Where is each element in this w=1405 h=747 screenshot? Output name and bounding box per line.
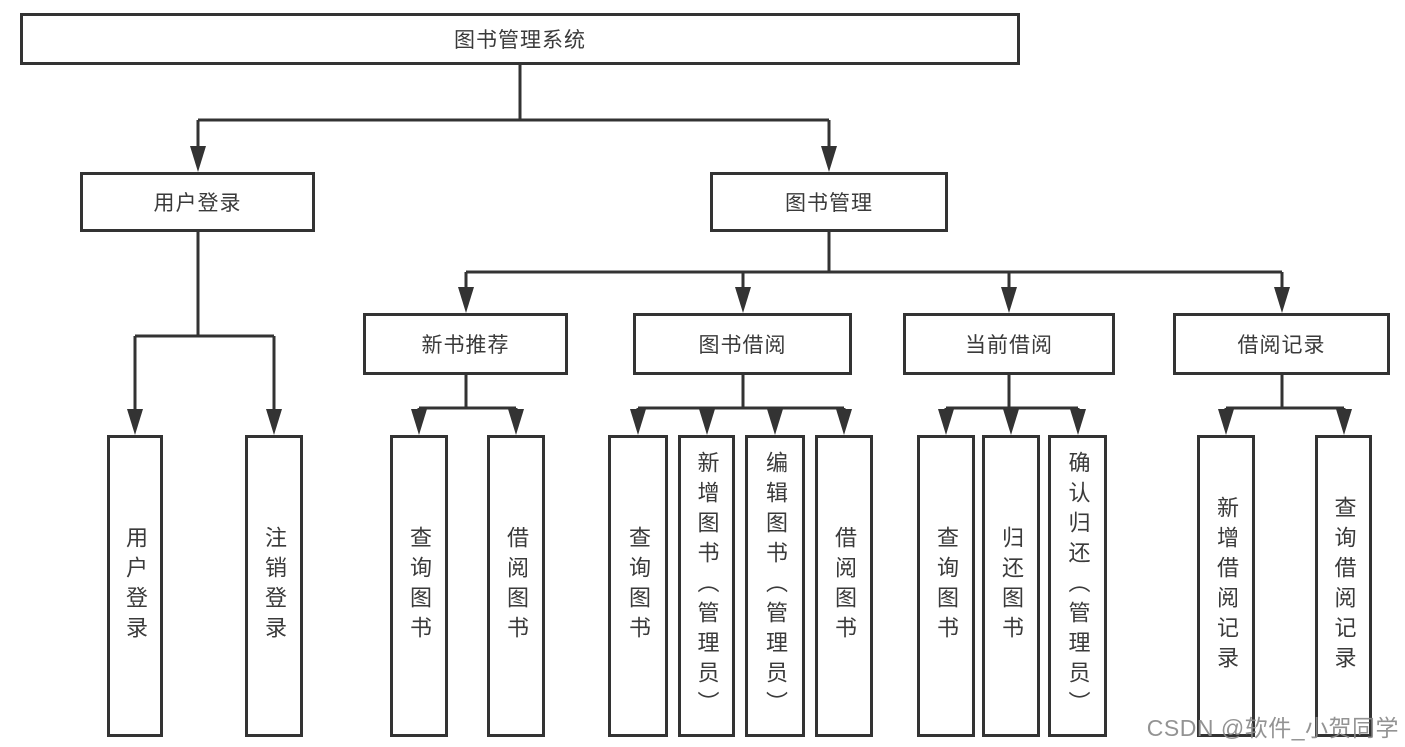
node-leaf-add-borrow-record: 新增借阅记录 [1197,435,1255,737]
node-leaf-logout-label: 注销登录 [262,526,287,646]
node-borrowing-records-label: 借阅记录 [1237,334,1326,357]
node-leaf-confirm-return-admin-label: 确认归还（管理员） [1065,451,1091,721]
node-leaf-query-books-3-label: 查询图书 [934,526,959,646]
node-book-borrowing: 图书借阅 [633,313,852,375]
node-current-borrowing: 当前借阅 [903,313,1115,375]
node-root: 图书管理系统 [20,13,1020,65]
node-leaf-query-books-1: 查询图书 [390,435,448,737]
node-user-login-label: 用户登录 [153,192,242,215]
node-leaf-add-books-admin-label: 新增图书（管理员） [694,451,720,721]
node-leaf-return-books-label: 归还图书 [999,526,1024,646]
node-root-label: 图书管理系统 [454,29,586,52]
node-leaf-add-borrow-record-label: 新增借阅记录 [1214,496,1239,676]
node-leaf-borrow-books-1-label: 借阅图书 [504,526,529,646]
node-leaf-logout: 注销登录 [245,435,303,737]
node-leaf-return-books: 归还图书 [982,435,1040,737]
node-leaf-user-login-label: 用户登录 [123,526,148,646]
node-leaf-add-books-admin: 新增图书（管理员） [678,435,735,737]
node-new-book-recommend-label: 新书推荐 [421,334,510,357]
node-borrowing-records: 借阅记录 [1173,313,1390,375]
node-leaf-borrow-books-2-label: 借阅图书 [832,526,857,646]
node-leaf-borrow-books-2: 借阅图书 [815,435,873,737]
node-leaf-query-books-2-label: 查询图书 [626,526,651,646]
arrowheads [127,146,1352,435]
node-book-borrowing-label: 图书借阅 [698,334,787,357]
node-leaf-user-login: 用户登录 [107,435,163,737]
node-book-management: 图书管理 [710,172,948,232]
node-leaf-query-borrow-record: 查询借阅记录 [1315,435,1372,737]
node-leaf-confirm-return-admin: 确认归还（管理员） [1048,435,1107,737]
node-user-login: 用户登录 [80,172,315,232]
node-current-borrowing-label: 当前借阅 [965,334,1053,357]
node-leaf-edit-books-admin: 编辑图书（管理员） [745,435,805,737]
node-leaf-query-borrow-record-label: 查询借阅记录 [1331,496,1357,676]
node-new-book-recommend: 新书推荐 [363,313,568,375]
node-leaf-edit-books-admin-label: 编辑图书（管理员） [763,451,788,721]
watermark: CSDN @软件_小贺同学 [1146,715,1399,741]
node-leaf-query-books-3: 查询图书 [917,435,975,737]
node-leaf-query-books-1-label: 查询图书 [407,526,432,646]
node-leaf-query-books-2: 查询图书 [608,435,668,737]
node-book-management-label: 图书管理 [785,192,873,215]
node-leaf-borrow-books-1: 借阅图书 [487,435,545,737]
